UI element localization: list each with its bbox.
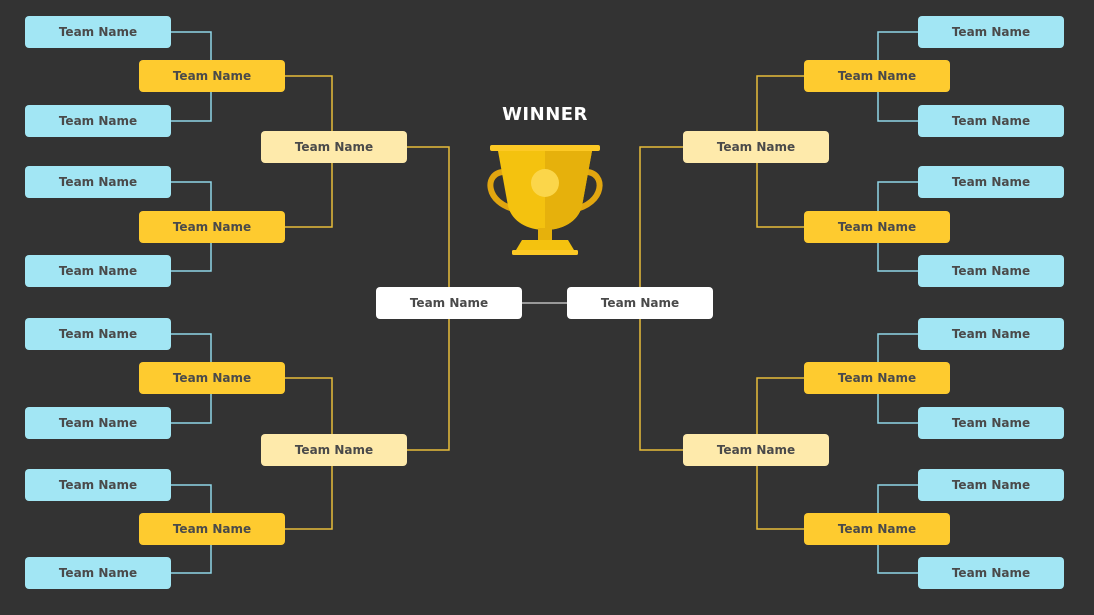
right-round1-team: Team Name [918, 255, 1064, 287]
left-round1-team: Team Name [25, 469, 171, 501]
left-round2-team: Team Name [139, 513, 285, 545]
right-round2-team: Team Name [804, 513, 950, 545]
winner-title: WINNER [502, 104, 588, 125]
right-round3-team: Team Name [683, 434, 829, 466]
left-finalist: Team Name [376, 287, 522, 319]
left-round3-team: Team Name [261, 131, 407, 163]
right-round1-team: Team Name [918, 469, 1064, 501]
right-round1-team: Team Name [918, 16, 1064, 48]
right-round1-team: Team Name [918, 318, 1064, 350]
right-round2-team: Team Name [804, 60, 950, 92]
right-round1-team: Team Name [918, 166, 1064, 198]
right-round1-team: Team Name [918, 105, 1064, 137]
right-round1-team: Team Name [918, 407, 1064, 439]
left-round1-team: Team Name [25, 407, 171, 439]
left-round1-team: Team Name [25, 255, 171, 287]
left-round1-team: Team Name [25, 105, 171, 137]
left-round2-team: Team Name [139, 211, 285, 243]
right-round3-team: Team Name [683, 131, 829, 163]
right-round1-team: Team Name [918, 557, 1064, 589]
trophy-icon [487, 145, 603, 255]
right-round2-team: Team Name [804, 362, 950, 394]
right-round2-team: Team Name [804, 211, 950, 243]
left-round1-team: Team Name [25, 318, 171, 350]
left-round2-team: Team Name [139, 60, 285, 92]
left-round1-team: Team Name [25, 166, 171, 198]
right-finalist: Team Name [567, 287, 713, 319]
left-round1-team: Team Name [25, 16, 171, 48]
left-round2-team: Team Name [139, 362, 285, 394]
left-round1-team: Team Name [25, 557, 171, 589]
left-round3-team: Team Name [261, 434, 407, 466]
